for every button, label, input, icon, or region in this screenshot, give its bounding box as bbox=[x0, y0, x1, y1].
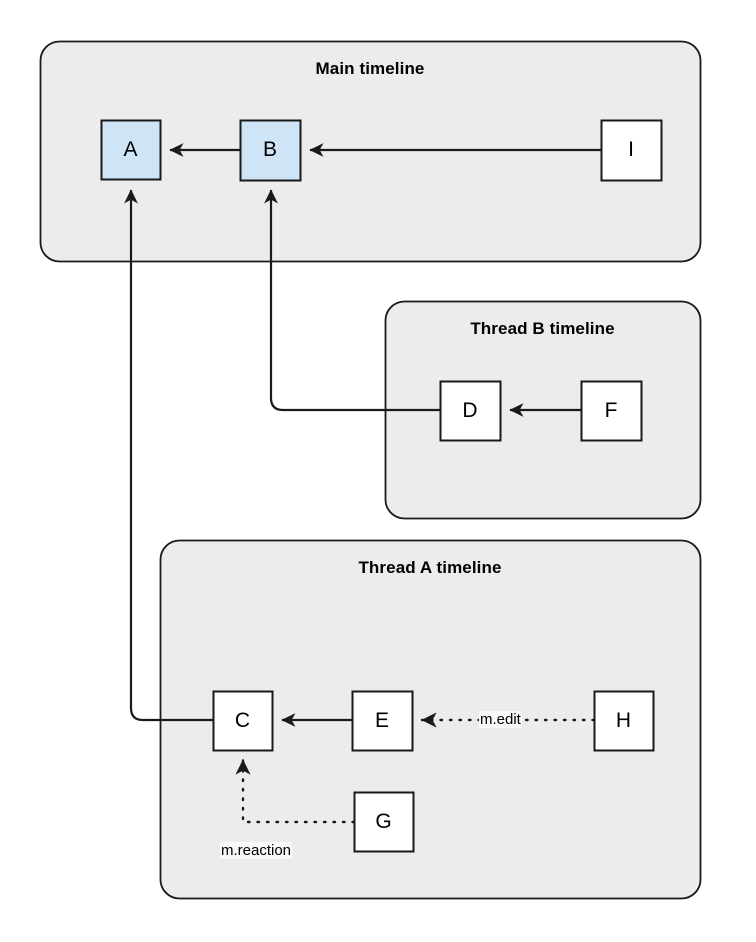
node-g[interactable] bbox=[353, 791, 415, 853]
node-a[interactable] bbox=[100, 119, 162, 181]
node-c[interactable] bbox=[212, 690, 274, 752]
node-d[interactable] bbox=[439, 380, 502, 442]
node-label-d: D bbox=[462, 398, 478, 422]
node-i[interactable] bbox=[600, 119, 663, 182]
group-main-timeline bbox=[39, 40, 702, 263]
edge-g-to-c-m-reaction bbox=[235, 758, 356, 824]
edge-d-to-b bbox=[264, 189, 440, 412]
node-h[interactable] bbox=[593, 690, 655, 752]
node-label-h: H bbox=[615, 708, 632, 732]
node-f[interactable] bbox=[580, 380, 643, 442]
node-label-e: E bbox=[374, 708, 389, 732]
edge-c-to-a bbox=[124, 189, 213, 722]
node-label-f: F bbox=[604, 398, 618, 422]
node-label-b: B bbox=[262, 138, 277, 161]
node-e[interactable] bbox=[351, 690, 414, 752]
node-label-a: A bbox=[123, 137, 138, 161]
edge-label-m-reaction: m.reaction bbox=[220, 842, 293, 859]
group-title-thread-b-timeline: Thread B timeline bbox=[470, 319, 615, 338]
edge-label-m-edit: m.edit bbox=[479, 711, 522, 728]
node-b[interactable] bbox=[239, 119, 302, 182]
node-label-c: C bbox=[234, 708, 251, 732]
node-label-i: I bbox=[628, 138, 634, 161]
group-title-thread-a-timeline: Thread A timeline bbox=[358, 558, 502, 577]
node-label-g: G bbox=[375, 809, 392, 833]
group-title-main-timeline: Main timeline bbox=[315, 59, 425, 78]
